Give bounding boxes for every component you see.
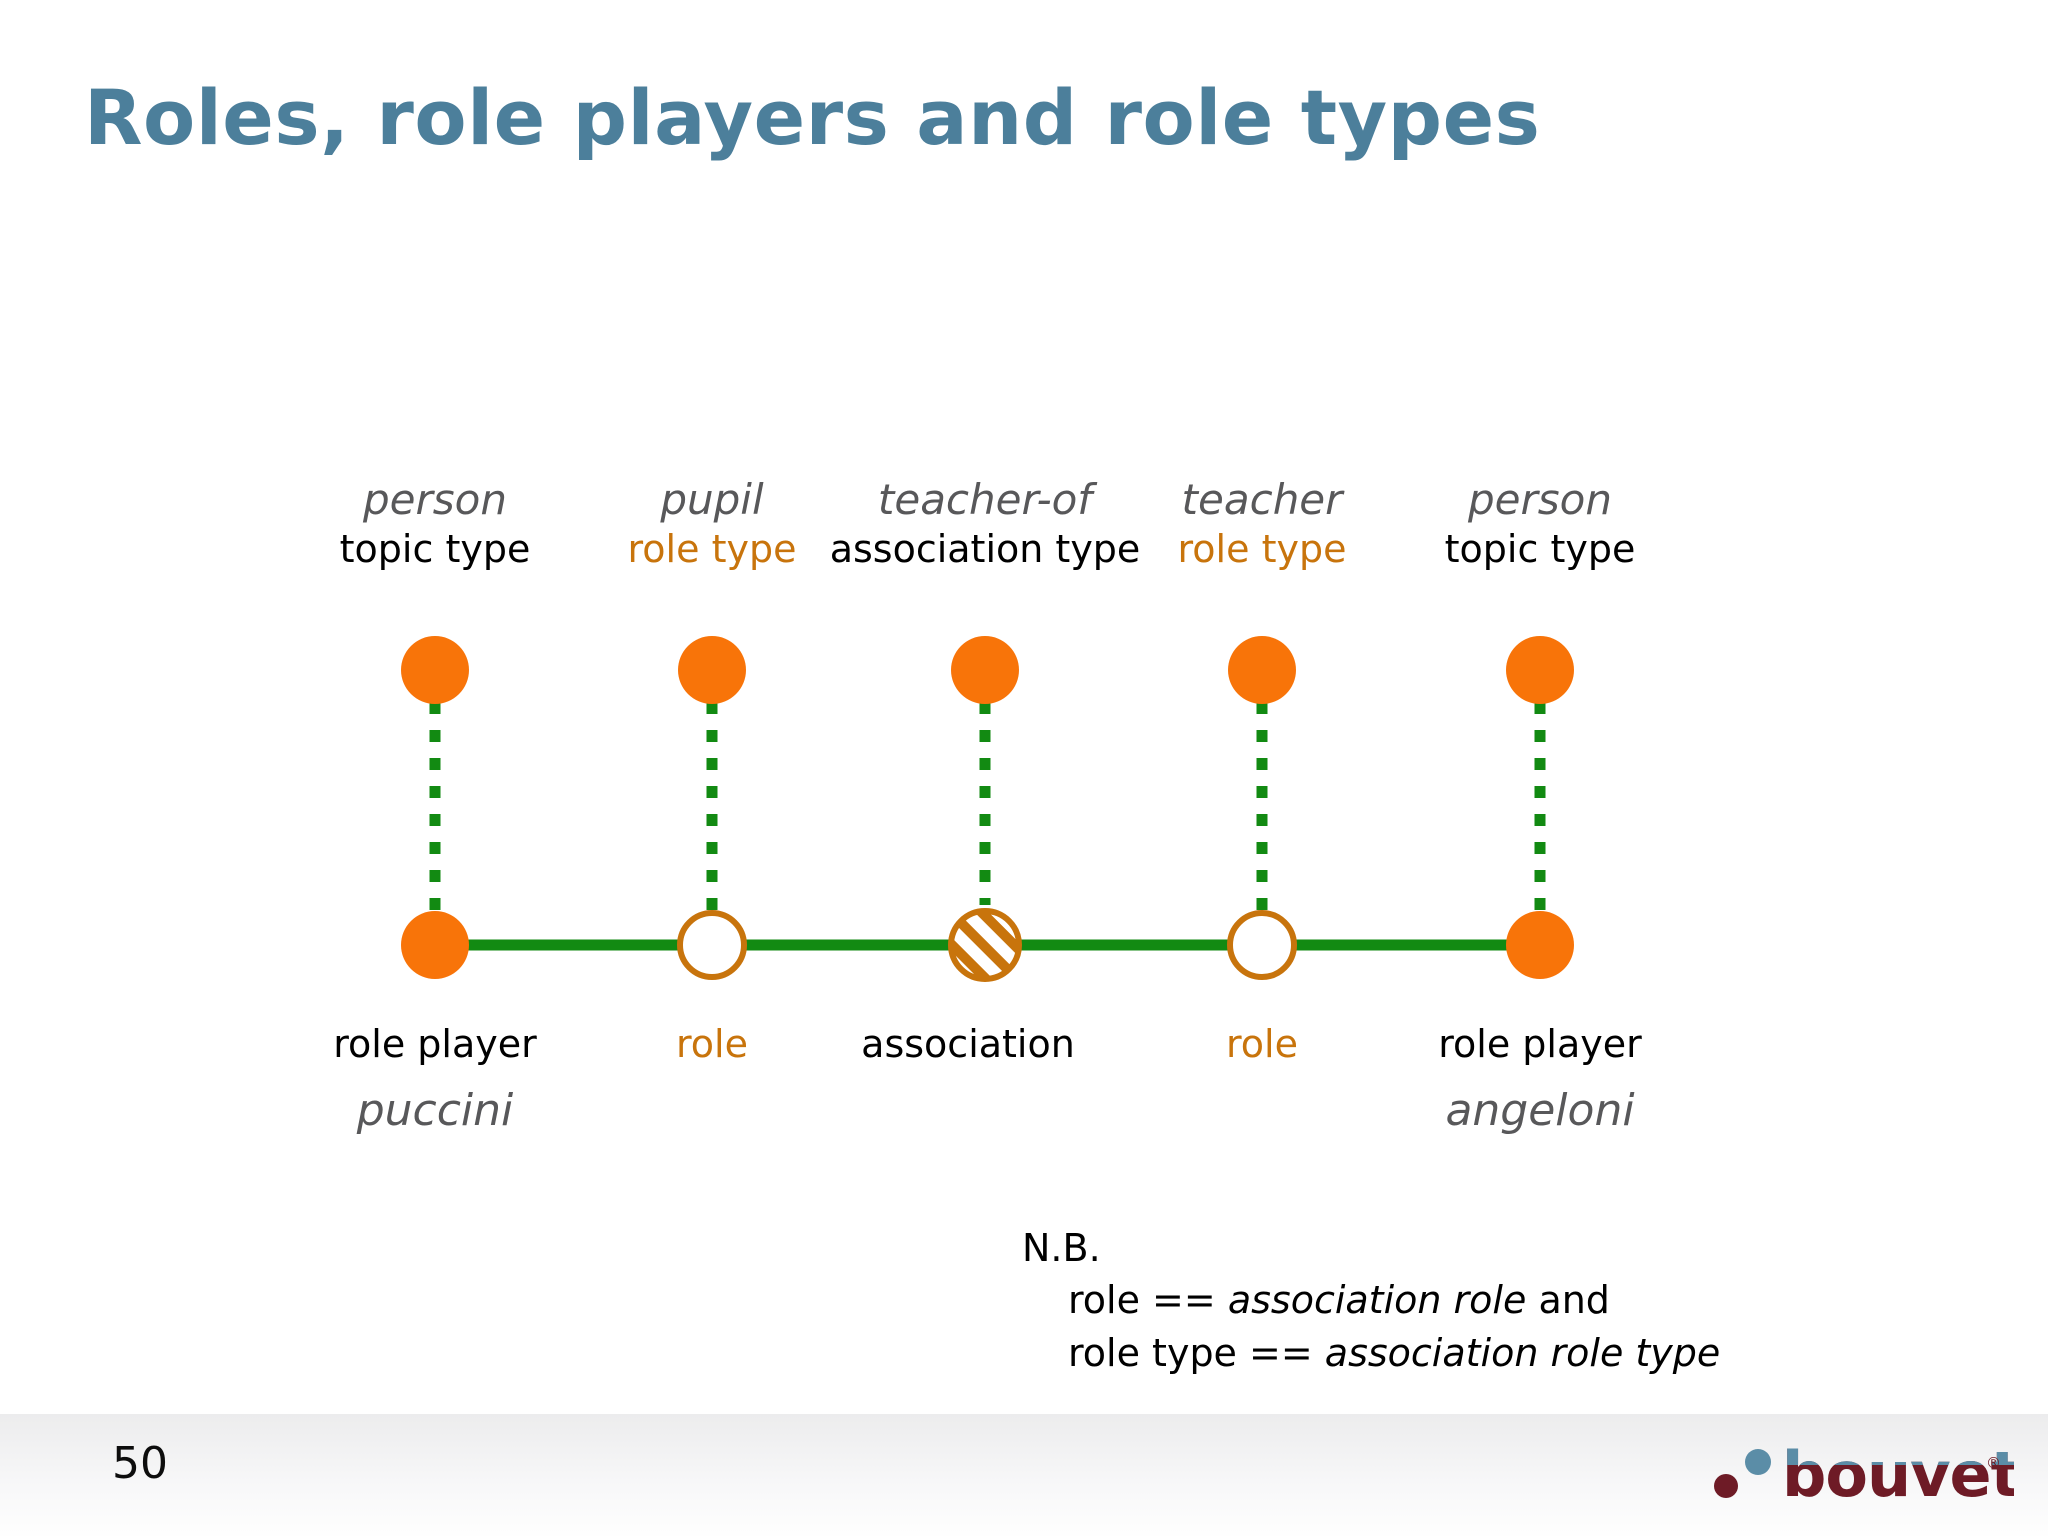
note-heading: N.B.: [1022, 1226, 1101, 1270]
type-kind: association type: [829, 526, 1141, 571]
role-diagram: person topic type pupil role type teache…: [333, 475, 1720, 1379]
logo-wordmark: bouvet bouvet: [1782, 1438, 2014, 1511]
type-node-teacher[interactable]: [1228, 636, 1296, 704]
footer-bar: [0, 1414, 2048, 1536]
bottom-label-role-player-right: role player: [1438, 1022, 1642, 1066]
instance-name-angeloni: angeloni: [1445, 1085, 1635, 1136]
note-line-2-emphasis: association role type: [1324, 1330, 1721, 1375]
column-label-teacher: teacher role type: [1178, 475, 1347, 574]
note-line-1: role == association role and: [1022, 1274, 1720, 1326]
svg-text:bouvet: bouvet: [1782, 1438, 2014, 1511]
page-number: 50: [112, 1438, 168, 1489]
type-kind: topic type: [1444, 526, 1636, 571]
bouvet-logo: bouvet bouvet ®: [1714, 1438, 2014, 1511]
bottom-label-role-player-left: role player: [333, 1022, 537, 1066]
type-name: pupil: [660, 475, 764, 524]
note-line-1-post: and: [1526, 1278, 1610, 1323]
type-name: teacher-of: [877, 475, 1093, 524]
note-line-2-pre: role type ==: [1068, 1330, 1325, 1375]
type-node-teacher-of[interactable]: [951, 636, 1019, 704]
column-label-teacher-of: teacher-of association type: [830, 475, 1141, 574]
page-title: Roles, role players and role types: [84, 73, 1541, 162]
note-line-1-emphasis: association role: [1227, 1278, 1527, 1323]
note-line-2: role type == association role type: [1022, 1327, 1720, 1379]
type-kind: topic type: [339, 526, 531, 571]
note-block: N.B. role == association role and role t…: [1022, 1222, 1720, 1379]
note-line-1-pre: role ==: [1068, 1278, 1228, 1323]
column-label-person-left: person topic type: [340, 475, 531, 574]
type-node-person-right[interactable]: [1506, 636, 1574, 704]
instance-name-puccini: puccini: [356, 1085, 514, 1136]
bottom-label-role-pupil: role: [676, 1022, 748, 1066]
bottom-label-role-teacher: role: [1226, 1022, 1298, 1066]
type-kind: role type: [1177, 526, 1347, 571]
type-name: person: [1468, 475, 1612, 524]
logo-trademark: ®: [1986, 1454, 2001, 1472]
role-player-node-angeloni[interactable]: [1506, 911, 1574, 979]
role-node-teacher[interactable]: [1227, 910, 1297, 980]
type-node-pupil[interactable]: [678, 636, 746, 704]
type-name: teacher: [1181, 475, 1343, 524]
column-label-pupil: pupil role type: [628, 475, 797, 574]
logo-dot-red: [1714, 1474, 1738, 1498]
column-label-person-right: person topic type: [1445, 475, 1636, 574]
role-player-node-puccini[interactable]: [401, 911, 469, 979]
type-kind: role type: [627, 526, 797, 571]
diagram-canvas: [401, 636, 1574, 982]
type-name: person: [363, 475, 507, 524]
bottom-label-association: association: [861, 1022, 1075, 1066]
association-node[interactable]: [948, 908, 1022, 982]
logo-dot-blue: [1745, 1449, 1771, 1475]
role-node-pupil[interactable]: [677, 910, 747, 980]
type-node-person-left[interactable]: [401, 636, 469, 704]
